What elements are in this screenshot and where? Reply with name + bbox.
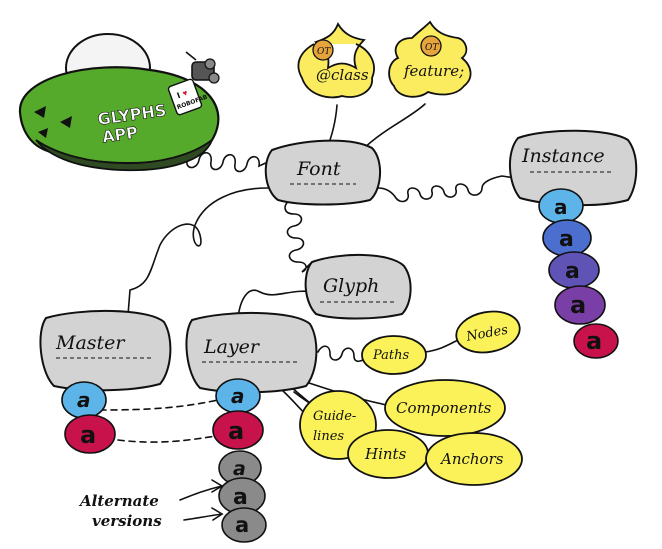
opentype-feature-star: OT feature; [388,20,472,98]
feature-ot-badge-text: OT [425,43,439,53]
glyph-node-shape [304,254,412,320]
instance-glyph-disc: a [542,219,592,257]
ship-sticker-heart: ♥ [181,88,189,98]
font-node: Font [264,139,381,206]
svg-text:a: a [235,513,249,537]
nodes-node-shape [455,310,521,354]
hints-node-label: Hints [364,445,407,463]
ship-window-left [34,106,46,118]
master-node-shape [39,309,172,392]
nodes-node-label: Nodes [464,323,509,345]
guidelines-node-label-1: Guide- [313,409,356,424]
components-node: Components [384,379,506,437]
layer-node-label: Layer [203,336,261,358]
instance-node: Instance [508,129,638,207]
svg-text:a: a [80,421,96,449]
svg-text:a: a [554,195,568,219]
master-node: Master [39,309,172,392]
ship-sticker [167,78,203,116]
connector-master-a-layer-a [99,399,219,411]
annotation-arrow-2 [183,513,223,521]
connector-class-font [329,104,338,141]
class-ot-badge [312,39,334,61]
svg-text:a: a [228,417,244,445]
hints-node: Hints [347,429,429,479]
master-glyph-stack: a a [61,381,116,454]
connector-paths-nodes [424,339,459,353]
master-node-label: Master [55,332,126,354]
opentype-class-star: OT @class [297,21,375,99]
guidelines-node-label-2: lines [313,429,344,444]
nodes-node: Nodes [455,310,521,354]
ship-window-mid [60,116,72,128]
ship-underbelly [35,137,214,172]
font-node-label: Font [296,158,341,180]
glyph-node-label: Glyph [323,275,379,297]
annotation-arrow-1 [179,485,223,501]
layer-alternate-glyph-disc: a [218,477,266,515]
instance-glyph-disc: a [573,323,619,359]
connector-feature-font [361,103,426,151]
connector-ship-font [174,149,269,173]
connector-font-glyph [284,199,313,273]
ship-engine [185,51,220,84]
instance-glyph-stack: a a a a a [538,188,619,359]
layer-glyph-stack: a a a a a [212,378,267,543]
class-star-shape [297,21,375,99]
svg-text:a: a [77,388,91,412]
components-node-label: Components [396,399,492,417]
layer-glyph-disc: a [212,410,264,450]
instance-glyph-disc: a [554,285,606,325]
ship-window-right [38,128,48,138]
annotation-arrow-2-head [211,507,224,521]
connector-master-a2-layer-a2 [117,435,217,443]
svg-text:a: a [233,458,246,480]
alternate-versions-annotation: Alternate versions [78,492,162,530]
ship-sticker-text-1: I [176,91,182,100]
svg-text:a: a [570,291,586,319]
glyph-node: Glyph [304,254,412,320]
anchors-node-label: Anchors [439,450,504,468]
instance-glyph-disc: a [548,251,600,289]
paths-node-label: Paths [372,348,410,363]
components-node-shape [384,379,506,437]
svg-text:a: a [231,384,245,408]
feature-ot-badge [420,35,442,57]
svg-text:a: a [586,327,602,355]
paths-node: Paths [361,335,427,375]
layer-node-shape [185,311,318,394]
annotation-line-2: versions [92,512,162,530]
annotation-line-1: Alternate [78,492,159,510]
instance-glyph-disc: a [538,188,584,224]
connector-glyph-layer [237,289,316,319]
instance-node-label: Instance [521,145,605,167]
layer-glyph-disc: a [215,378,261,414]
layer-node: Layer [185,311,318,394]
anchors-node-shape [425,432,523,486]
master-glyph-disc: a [61,381,107,419]
class-star-label: @class [316,66,369,84]
master-glyph-disc: a [64,414,116,454]
svg-text:a: a [559,227,574,252]
connector-layer-paths [317,345,369,363]
svg-text:a: a [565,259,580,284]
layer-alternate-glyph-disc: a [221,507,267,543]
connector-font-instance [377,175,516,203]
anchors-node: Anchors [425,432,523,486]
svg-text:a: a [233,485,248,510]
font-node-shape [264,139,381,206]
feature-star-shape [388,20,472,98]
paths-node-shape [361,335,427,375]
feature-star-label: feature; [403,62,464,80]
connector-font-master [127,187,269,316]
instance-node-shape [508,129,638,207]
class-ot-badge-text: OT [317,47,331,57]
glyphs-app-spaceship: I ♥ ROBOFAB GLYPHS APP [18,33,220,172]
